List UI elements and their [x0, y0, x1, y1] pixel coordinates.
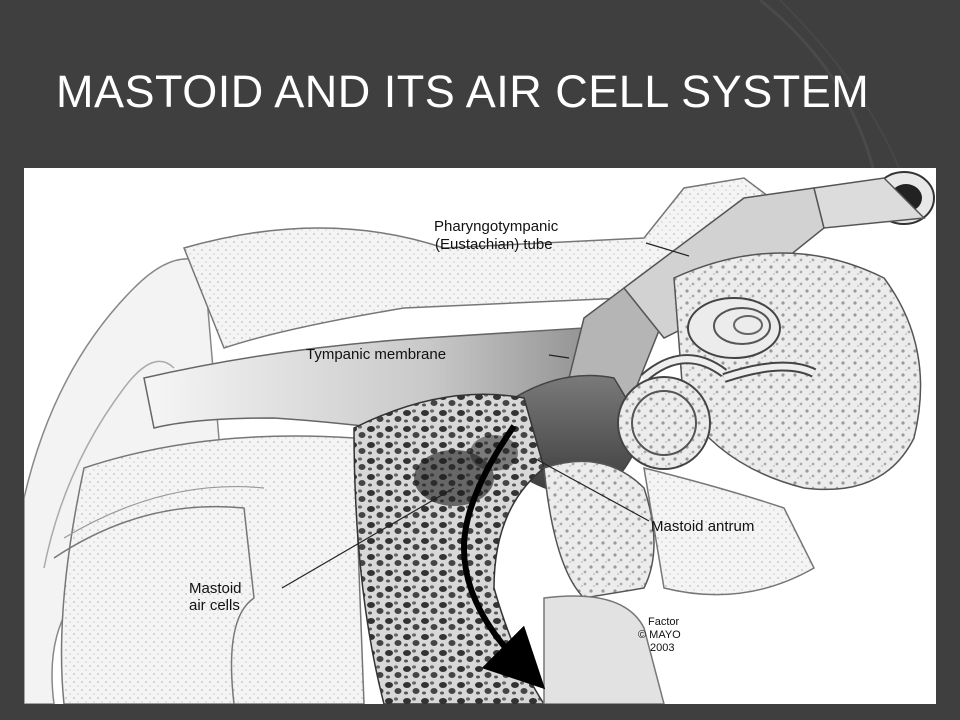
credit-line3: 2003 [650, 642, 674, 654]
label-mastoid-antrum: Mastoid antrum [651, 518, 754, 535]
label-eustachian-tube-line1: Pharyngotympanic [434, 218, 559, 235]
ear-anatomy-figure: Pharyngotympanic (Eustachian) tube Tympa… [24, 168, 936, 704]
slide-title: MASTOID AND ITS AIR CELL SYSTEM [56, 66, 870, 117]
label-mastoid-air-cells-line1: Mastoid [189, 580, 242, 597]
label-mastoid-air-cells-line2: air cells [189, 597, 240, 614]
label-eustachian-tube-line2: (Eustachian) tube [435, 236, 553, 253]
ear-anatomy-illustration: Pharyngotympanic (Eustachian) tube Tympa… [24, 171, 935, 704]
credit-line1: Factor [648, 616, 680, 628]
label-tympanic-membrane: Tympanic membrane [306, 346, 446, 363]
credit-line2: © MAYO [638, 629, 681, 641]
